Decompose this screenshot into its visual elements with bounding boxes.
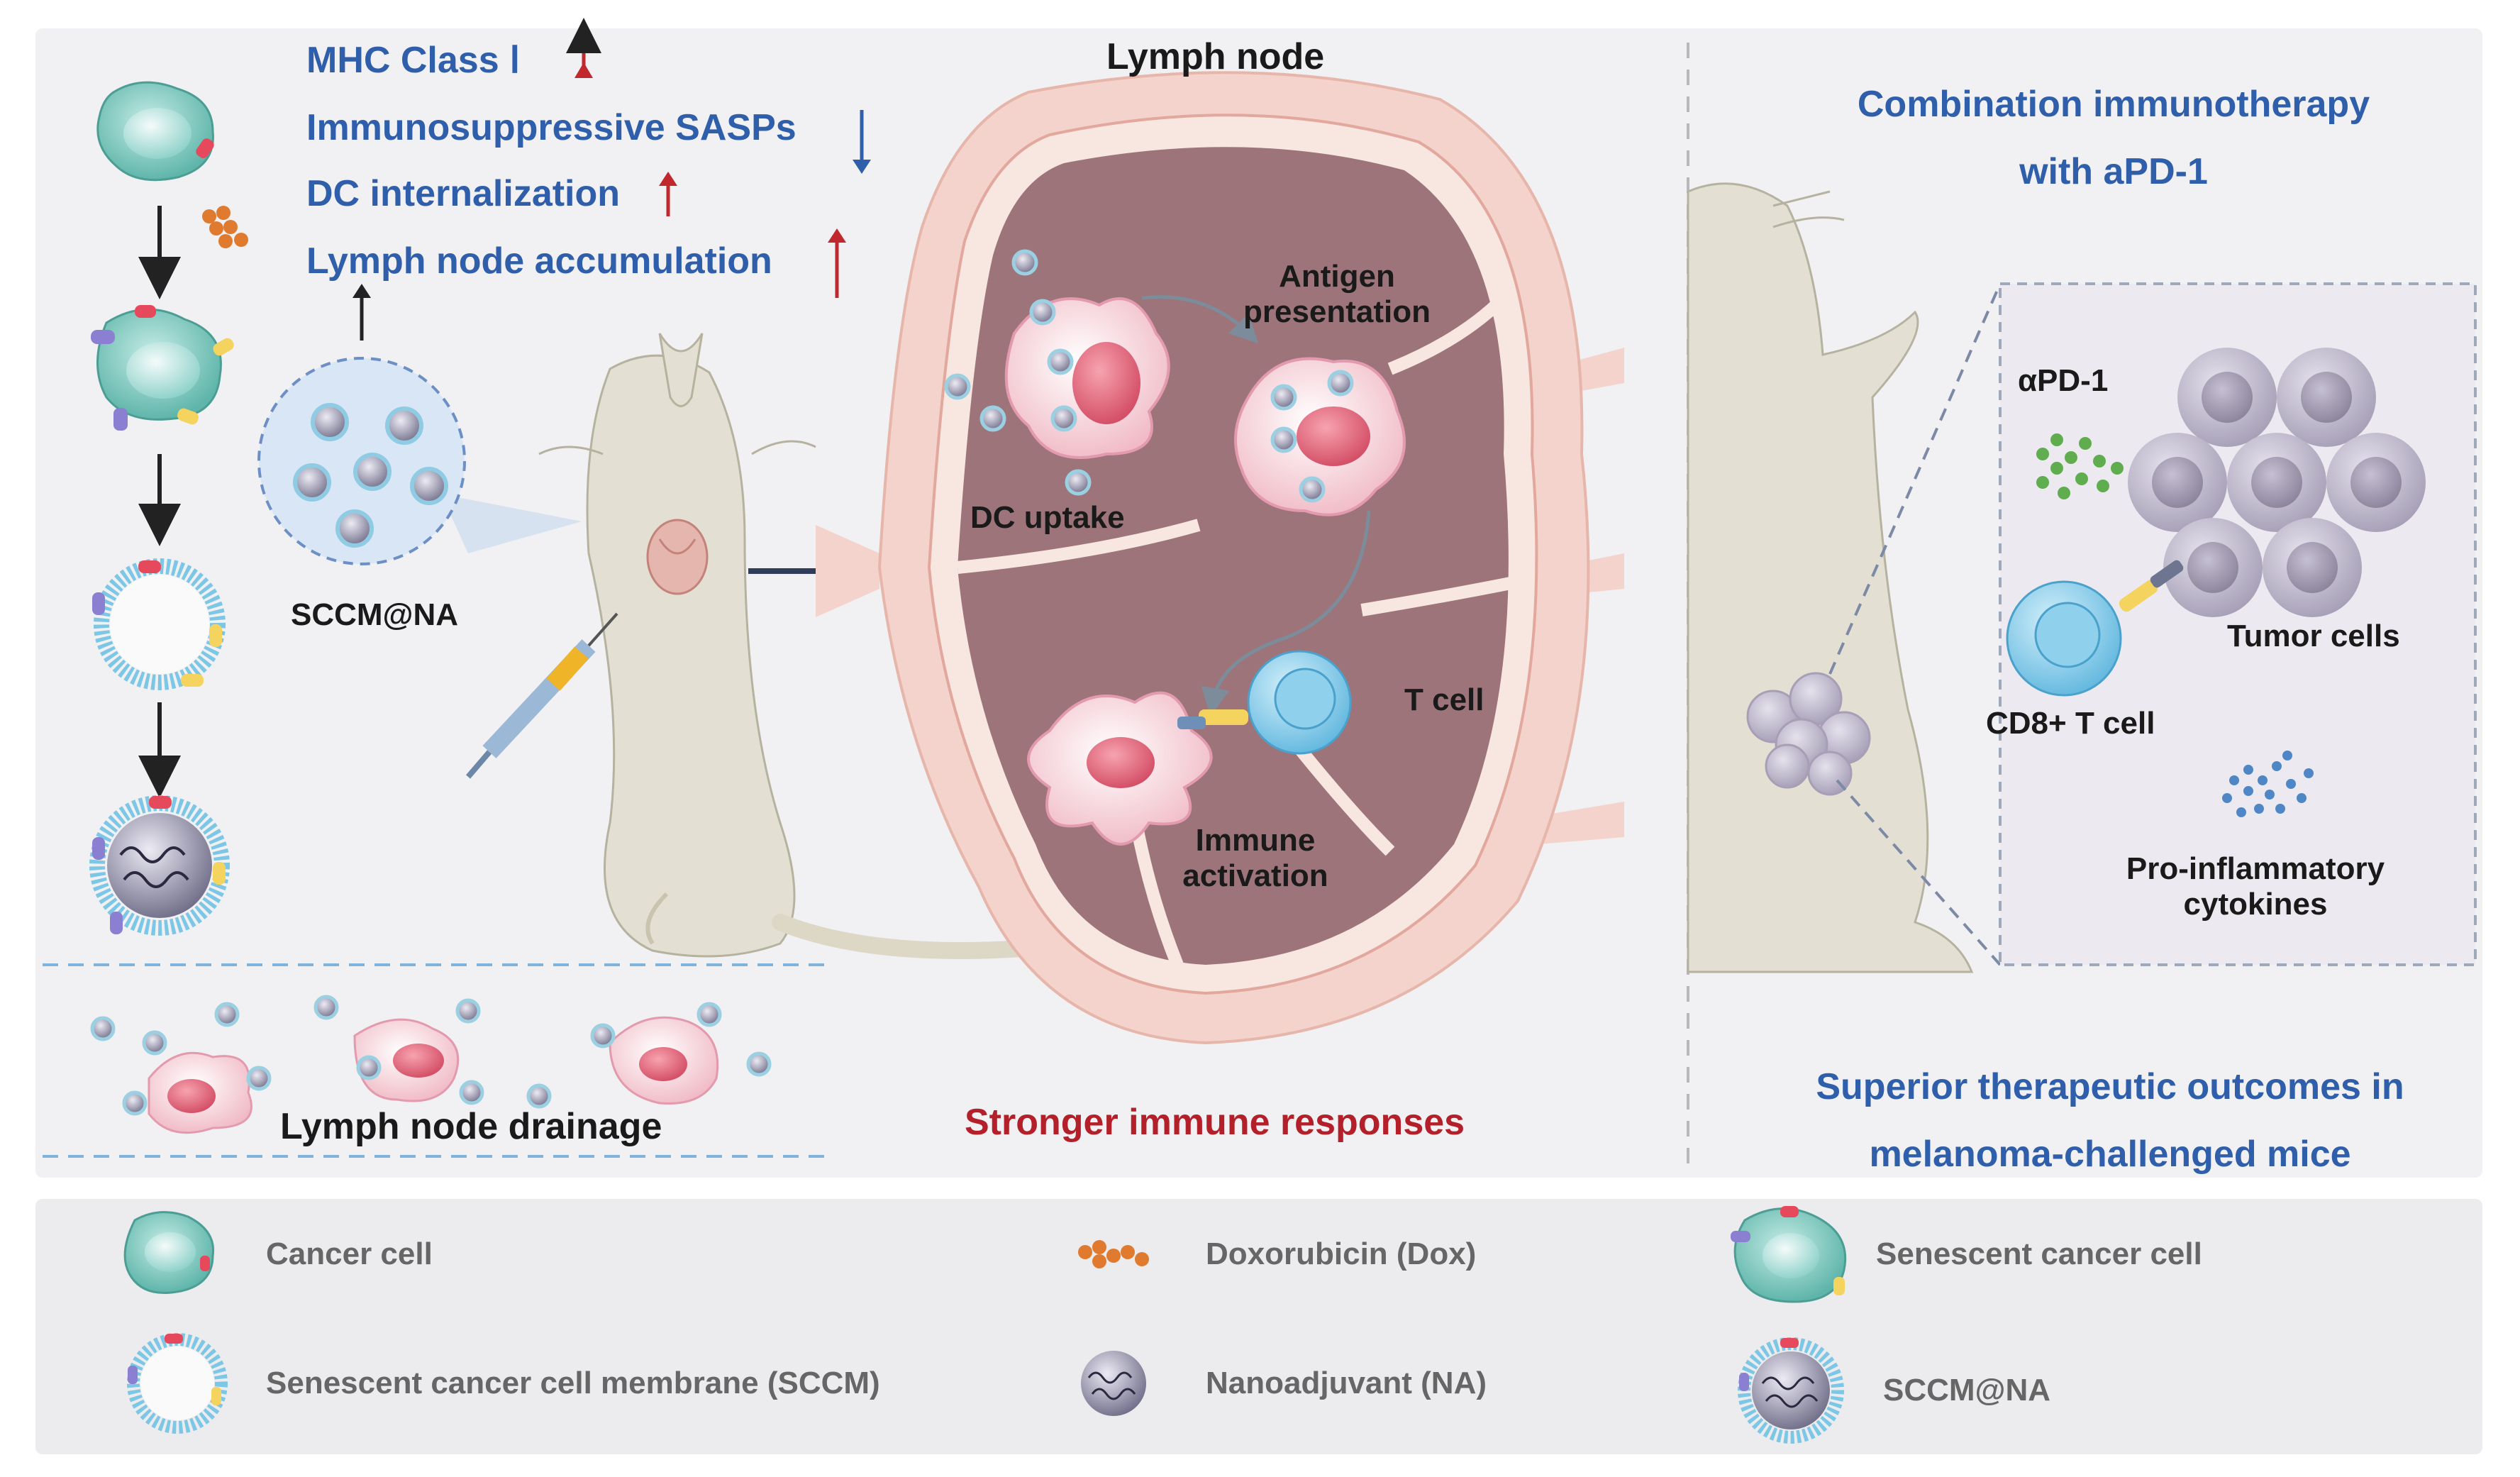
legend-label-nanoadjuvant: Nanoadjuvant (NA) [1206, 1366, 1487, 1400]
legend-sccm-na-icon [1738, 1337, 1844, 1444]
ln-accumulation-label: Lymph node accumulation [306, 240, 772, 282]
tumor-on-mouse [1746, 672, 1871, 796]
doxorubicin-icon [202, 206, 248, 248]
legend-label-cancer-cell: Cancer cell [266, 1237, 433, 1271]
mhc-class-label: MHC Class Ⅰ [306, 40, 521, 81]
proinflammatory-label: Pro-inflammatory cytokines [2126, 851, 2385, 922]
legend-doxorubicin-icon [1078, 1240, 1149, 1268]
cancer-cell-icon [96, 81, 214, 182]
stronger-immune-label: Stronger immune responses [965, 1102, 1465, 1143]
legend-nanoadjuvant-icon [1081, 1351, 1146, 1416]
senescent-cancer-cell-icon [91, 305, 234, 431]
drainage-nanoparticles [90, 995, 772, 1116]
antigen-presenting-cell [1234, 357, 1406, 516]
sasps-label: Immunosuppressive SASPs [306, 107, 796, 148]
legend-senescent-cancer-cell-icon [1731, 1206, 1847, 1303]
activated-dc-cell [1027, 691, 1213, 846]
dc-internalization-label: DC internalization [306, 173, 621, 214]
cd8-t-cell [2006, 560, 2184, 697]
tumor-cells-label: Tumor cells [2227, 619, 2400, 653]
legend-label-doxorubicin: Doxorubicin (Dox) [1206, 1237, 1477, 1271]
apd1-label: αPD-1 [2018, 363, 2109, 398]
cytokine-particles [2222, 751, 2314, 817]
sccm-na-zoom-circle [257, 357, 582, 565]
dc-uptake-label: DC uptake [970, 500, 1125, 535]
antigen-presentation-label: Antigen presentation [1243, 259, 1431, 329]
t-cell-label: T cell [1404, 682, 1484, 717]
sccm-icon [92, 558, 226, 690]
combination-label: Combination immunotherapy with aPD-1 [1857, 84, 2370, 192]
legend-cancer-cell-icon [123, 1211, 215, 1294]
lymph-node-title: Lymph node [1106, 36, 1325, 77]
lymph-node-drainage-label: Lymph node drainage [280, 1106, 662, 1147]
drainage-dc-cells [148, 1016, 719, 1134]
sccm-na-icon [89, 795, 230, 936]
legend-sccm-icon [127, 1333, 228, 1434]
legend-label-sccm: Senescent cancer cell membrane (SCCM) [266, 1366, 880, 1400]
legend-panel [35, 1199, 2482, 1454]
dc-uptake-cell [944, 249, 1170, 496]
legend-label-senescent-cancer-cell: Senescent cancer cell [1876, 1237, 2202, 1271]
lymph-node [816, 71, 1624, 1045]
mouse-right-illustration [1687, 182, 1974, 973]
superior-outcomes-label: Superior therapeutic outcomes in melanom… [1816, 1066, 2404, 1175]
syringe-icon [465, 612, 618, 779]
sccm-na-label: SCCM@NA [291, 597, 459, 632]
legend-label-sccm-na: SCCM@NA [1883, 1373, 2051, 1407]
tumor-cells-cluster [2128, 348, 2426, 617]
t-cell [1177, 650, 1352, 755]
immune-activation-label: Immune activation [1182, 823, 1328, 893]
apd1-particles [2036, 433, 2124, 499]
cd8-t-cell-label: CD8+ T cell [1986, 706, 2155, 741]
